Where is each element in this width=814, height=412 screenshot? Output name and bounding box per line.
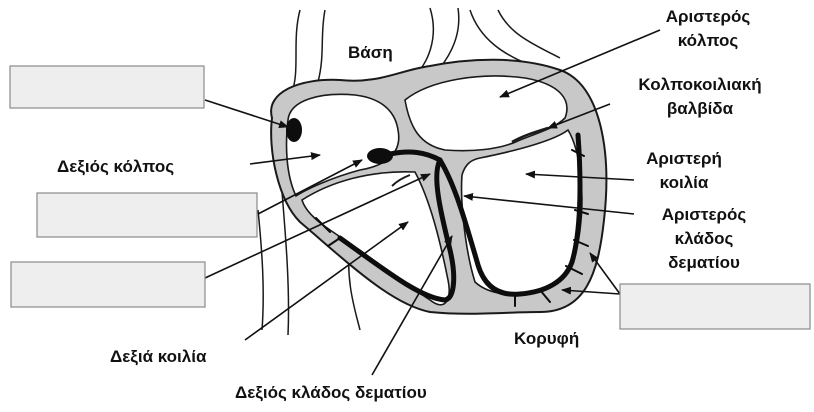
label-av-valve-line2: βαλβίδα — [667, 99, 734, 118]
label-left-atrium-line2: κόλπος — [678, 31, 739, 50]
label-right-atrium: Δεξιός κόλπος — [57, 157, 174, 176]
label-right-ventricle: Δεξιά κοιλία — [110, 347, 207, 366]
label-left-bundle-line2: κλάδος — [675, 229, 734, 248]
label-left-atrium-line1: Αριστερός — [666, 7, 751, 26]
label-base: Βάση — [348, 43, 393, 62]
label-av-valve-line1: Κολποκοιλιακή — [638, 75, 761, 94]
label-right-bundle: Δεξιός κλάδος δεματίου — [235, 383, 427, 402]
label-left-ventricle-line1: Αριστερή — [646, 149, 722, 168]
blank-box-1[interactable] — [10, 66, 204, 108]
blank-box-2[interactable] — [37, 193, 257, 237]
label-left-bundle-line1: Αριστερός — [662, 205, 747, 224]
label-left-ventricle-line2: κοιλία — [660, 173, 709, 192]
label-left-bundle-line3: δεματίου — [668, 253, 740, 272]
sa-node — [286, 118, 302, 142]
blank-box-3[interactable] — [11, 262, 205, 307]
blank-box-4[interactable] — [620, 284, 810, 329]
label-apex: Κορυφή — [514, 329, 579, 348]
